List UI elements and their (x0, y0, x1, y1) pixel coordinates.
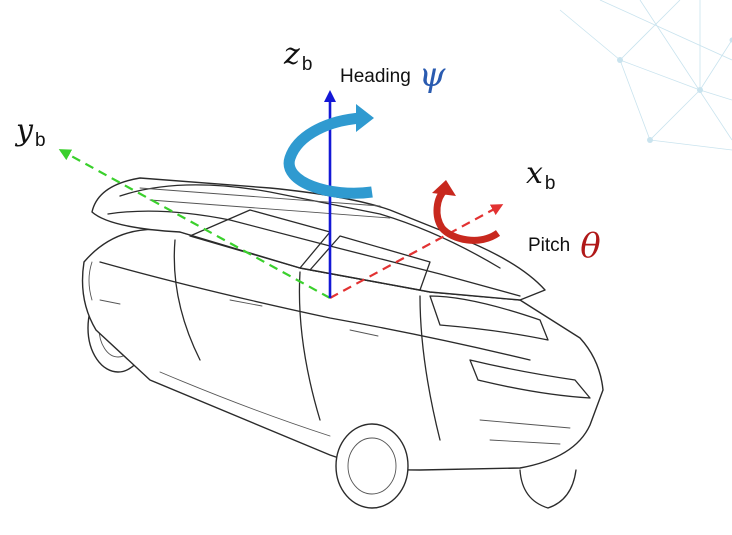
heading-rotation-arrow (283, 104, 374, 199)
pitch-rotation-arrow (432, 180, 501, 244)
y-axis (58, 149, 331, 299)
suv-line-drawing-icon (81, 177, 604, 509)
network-mesh-icon (559, 0, 732, 151)
x-axis (329, 204, 504, 299)
